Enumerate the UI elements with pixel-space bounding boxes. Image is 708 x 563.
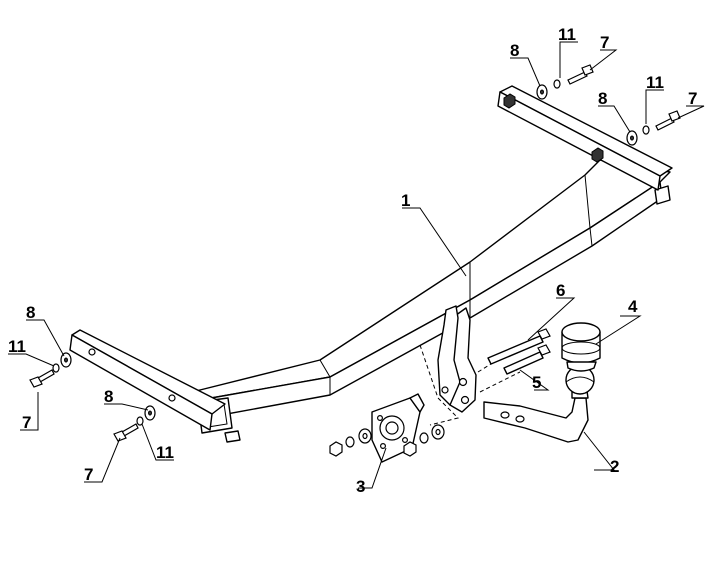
- hardware-left-a: [29, 352, 72, 388]
- callout-11-left-a: 11: [8, 337, 26, 356]
- callout-6: 6: [556, 281, 565, 300]
- callout-11-top-b: 11: [646, 73, 664, 92]
- callout-7-top-a: 7: [600, 33, 609, 52]
- callout-11-top-a: 11: [558, 25, 576, 44]
- callout-labels: 1 2 3 4 5 6 8 11 7 8 11 7 8 11 7 8 11 7: [8, 25, 697, 496]
- callout-7-left-a: 7: [22, 413, 31, 432]
- callout-11-left-b: 11: [156, 443, 174, 462]
- hardware-top-b: [626, 110, 681, 146]
- left-side-bracket: [69, 329, 226, 431]
- leader-lines: [8, 41, 705, 489]
- center-mount-plate: [419, 305, 521, 426]
- callout-3: 3: [356, 477, 365, 496]
- callout-8-left-a: 8: [26, 303, 35, 322]
- callout-7-top-b: 7: [688, 89, 697, 108]
- callout-7-left-b: 7: [84, 465, 93, 484]
- hardware-top-a: [536, 64, 594, 100]
- right-side-bracket: [497, 85, 673, 191]
- ball-bolts: [487, 328, 551, 375]
- ball-cover: [561, 322, 601, 372]
- hardware-left-b: [113, 405, 156, 442]
- callout-1: 1: [401, 191, 410, 210]
- main-cross-beam: [191, 159, 671, 443]
- callout-5: 5: [532, 373, 541, 392]
- callout-2: 2: [610, 457, 619, 476]
- callout-8-top-a: 8: [510, 41, 519, 60]
- callout-8-top-b: 8: [598, 89, 607, 108]
- socket-hardware: [329, 424, 445, 457]
- callout-8-left-b: 8: [104, 387, 113, 406]
- callout-4: 4: [628, 297, 638, 316]
